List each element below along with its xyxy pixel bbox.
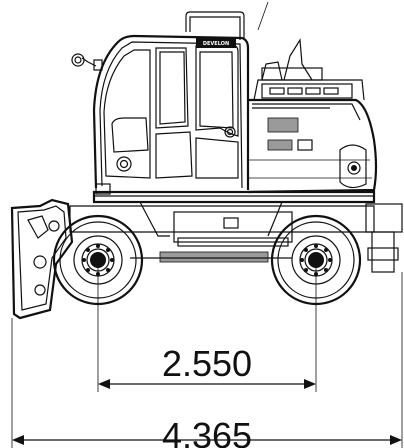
overall-length-label: 4.365 <box>162 415 252 448</box>
front-wheel <box>52 214 144 306</box>
superstructure-frame <box>92 190 376 204</box>
wheelbase-dimension: 2.550 <box>97 262 317 392</box>
side-vent-lower <box>267 139 293 151</box>
engine-housing <box>247 38 378 194</box>
side-vent-upper <box>267 117 299 133</box>
brand-badge <box>196 38 236 48</box>
undercarriage <box>69 201 403 273</box>
axle-housing <box>159 251 269 263</box>
side-mirror <box>71 53 103 71</box>
overall-length-dimension: 4.365 <box>11 272 403 448</box>
cab: DEVELON <box>92 1 269 195</box>
dozer-blade <box>10 198 74 320</box>
wheelbase-label: 2.550 <box>162 343 252 384</box>
brand-badge-text: DEVELON <box>203 41 229 47</box>
